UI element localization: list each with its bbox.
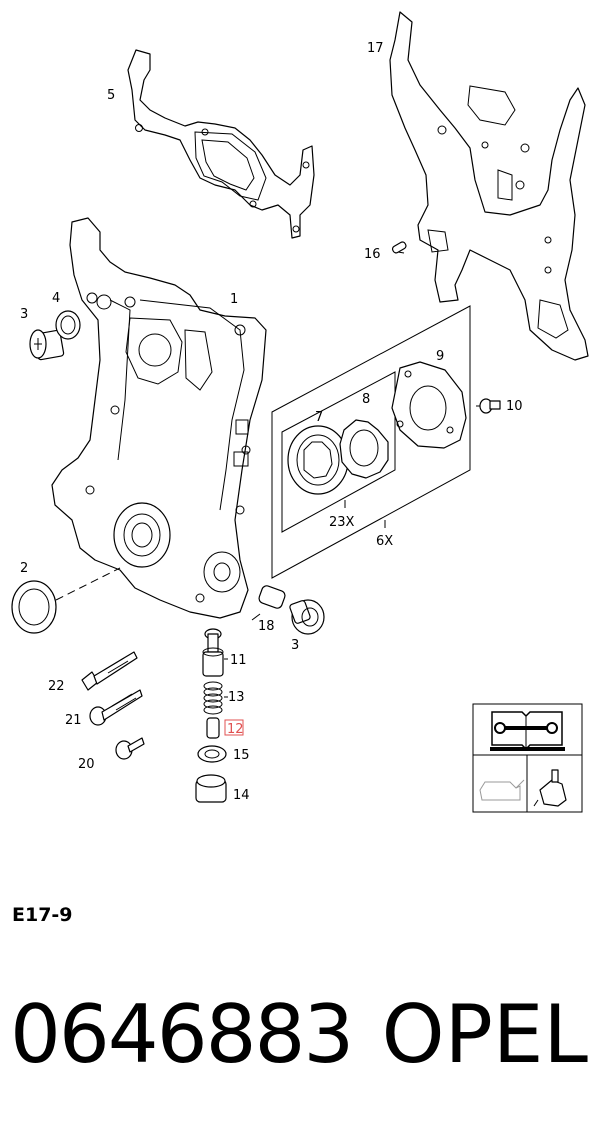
callout-16: 16 [364,247,381,262]
seal-2-icon [11,567,121,634]
diagram-code: E17-9 [12,904,73,926]
callout-12: 12 [227,722,244,737]
callout-13: 13 [228,690,245,705]
callout-22: 22 [48,679,65,694]
pin-12-icon [206,717,220,739]
callout-6: 6X [376,534,393,549]
manual-book-icon [490,711,565,751]
leader-lines [224,251,480,698]
screw-10-icon [479,398,501,414]
callout-10: 10 [506,399,523,414]
dowel-pin-16-icon [391,241,407,254]
callout-12-highlight [224,719,244,736]
callout-23: 23X [329,515,355,530]
gasket-17-icon [389,11,589,361]
footer: 0646883 OPEL [0,985,600,1085]
callout-8: 8 [362,392,370,407]
bolt-22-icon [81,651,138,691]
callout-15: 15 [233,748,250,763]
gasket-5-icon [127,49,315,239]
bolt-20-icon [115,737,145,760]
callout-18: 18 [258,619,275,634]
valve-11-icon [202,628,224,677]
plug-3-icon [29,329,65,361]
part-number: 0646883 [10,988,354,1081]
brand-name: OPEL [381,988,588,1081]
spring-13-icon [203,681,223,715]
callout-3b: 3 [291,638,299,653]
oil-can-icon [479,779,525,801]
callout-1: 1 [230,292,238,307]
plug-3b-icon [289,599,325,635]
callout-21: 21 [65,713,82,728]
callout-2: 2 [20,561,28,576]
sealant-icon [533,769,567,807]
callout-9: 9 [436,349,444,364]
callout-17: 17 [367,41,384,56]
callout-7: 7 [315,410,323,425]
bolt-21-icon [89,689,143,726]
callout-3a: 3 [20,307,28,322]
parts-diagram: 1 2 3 3 4 5 6X 7 8 9 10 11 12 13 14 15 1… [11,11,589,813]
plug-14-icon [195,774,227,803]
callout-11: 11 [230,653,247,668]
sleeve-18-icon [258,585,286,609]
callout-4: 4 [52,291,60,306]
callout-5: 5 [107,88,115,103]
callout-14: 14 [233,788,250,803]
washer-15-icon [197,745,227,763]
washer-4-icon [55,310,81,340]
oil-pump-icon [271,305,471,579]
callout-20: 20 [78,757,95,772]
front-cover-icon [51,217,267,619]
